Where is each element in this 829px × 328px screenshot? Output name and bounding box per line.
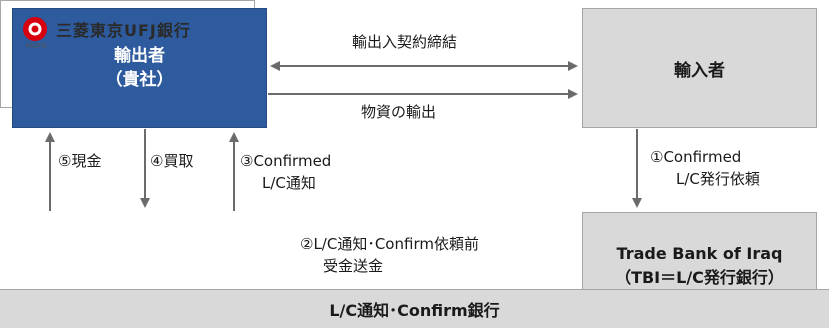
step1-label-line1: ①Confirmed <box>650 148 742 166</box>
contract-label: 輸出入契約締結 <box>352 33 458 51</box>
bank-logo-caption: MUFG <box>26 42 47 50</box>
step3-label-line1: ③Confirmed <box>240 152 332 170</box>
bank-logo-text: 三菱東京UFJ銀行 <box>56 21 191 40</box>
step2-label-line2: 受金送金 <box>323 257 384 275</box>
exporter-box: 輸出者 （貴社） <box>12 8 267 128</box>
bank-logo-icon <box>23 17 47 41</box>
step2-label-line1: ②L/C通知･Confirm依頼前 <box>300 235 479 253</box>
exporter-title: 輸出者 <box>114 46 165 66</box>
step5-label: ⑤現金 <box>58 152 102 170</box>
step1-label-line2: L/C発行依頼 <box>676 170 760 188</box>
issuing-bank-name: Trade Bank of Iraq <box>616 243 783 263</box>
goods-label: 物資の輸出 <box>361 103 437 121</box>
advising-bank-label: L/C通知･Confirm銀行 <box>0 289 829 328</box>
exporter-subtitle: （貴社） <box>105 70 174 90</box>
issuing-bank-role: （TBI＝L/C発行銀行） <box>615 267 784 287</box>
importer-title: 輸入者 <box>674 60 725 81</box>
step4-label: ④買取 <box>150 152 194 170</box>
bank-logo: 三菱東京UFJ銀行 <box>22 16 191 42</box>
importer-box: 輸入者 <box>582 8 817 128</box>
step3-label-line2: L/C通知 <box>262 174 316 192</box>
